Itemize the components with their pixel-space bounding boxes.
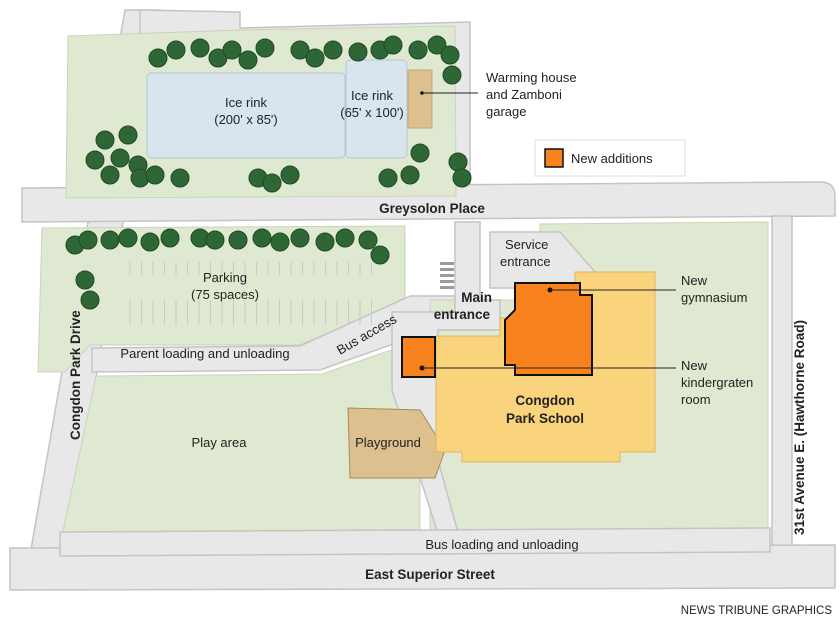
new-kindergarten-shape xyxy=(401,336,436,378)
tree-icon xyxy=(110,148,130,168)
ice-rink-small xyxy=(345,59,408,159)
parking-label: Parking xyxy=(203,270,247,285)
warming-house-label-3: garage xyxy=(486,104,526,119)
tree-icon xyxy=(315,232,335,252)
playground-label: Playground xyxy=(355,435,421,450)
ice-rink-small-size: (65' x 100') xyxy=(340,105,404,120)
new-gym-label-1: New xyxy=(681,273,708,288)
parking-stall-lines xyxy=(129,262,372,325)
tree-icon xyxy=(255,38,275,58)
tree-icon xyxy=(140,232,160,252)
tree-icon xyxy=(383,35,403,55)
new-gymnasium-shape xyxy=(504,282,593,376)
service-entrance-label-1: Service xyxy=(505,237,548,252)
crosswalk-stripe xyxy=(440,286,454,289)
tree-icon xyxy=(262,173,282,193)
playground-shape xyxy=(347,407,446,479)
tree-icon xyxy=(80,290,100,310)
tree-icon xyxy=(78,230,98,250)
tree-icon xyxy=(160,228,180,248)
ice-rink-large xyxy=(146,72,346,159)
tree-icon xyxy=(335,228,355,248)
tree-icon xyxy=(75,270,95,290)
tree-icon xyxy=(170,168,190,188)
tree-icon xyxy=(410,143,430,163)
bus-loading-label: Bus loading and unloading xyxy=(425,537,578,552)
tree-icon xyxy=(358,230,378,250)
congdon-park-drive-label: Congdon Park Drive xyxy=(68,310,83,440)
tree-icon xyxy=(85,150,105,170)
ice-rink-small-label: Ice rink xyxy=(351,88,393,103)
tree-icon xyxy=(228,230,248,250)
ice-rink-large-label: Ice rink xyxy=(225,95,267,110)
crosswalk-stripe xyxy=(440,262,454,265)
bus-loading-road xyxy=(59,527,771,557)
graphics-credit: NEWS TRIBUNE GRAPHICS xyxy=(681,605,833,617)
new-kindergarten-label-3: room xyxy=(681,392,711,407)
new-kindergarten-label-1: New xyxy=(681,358,708,373)
warming-house-label-2: and Zamboni xyxy=(486,87,562,102)
greysolon-place-label: Greysolon Place xyxy=(379,201,485,216)
tree-icon xyxy=(378,168,398,188)
tree-icon xyxy=(440,45,460,65)
parking-capacity: (75 spaces) xyxy=(191,287,259,302)
crosswalk-stripe xyxy=(440,280,454,283)
tree-icon xyxy=(252,228,272,248)
avenue-31st-road xyxy=(771,215,793,576)
parent-loading-label: Parent loading and unloading xyxy=(120,346,289,361)
tree-icon xyxy=(408,40,428,60)
legend-swatch xyxy=(544,148,564,168)
tree-icon xyxy=(118,228,138,248)
tree-icon xyxy=(442,65,462,85)
east-superior-label: East Superior Street xyxy=(365,567,495,582)
main-entrance-label-2: entrance xyxy=(434,307,491,322)
tree-icon xyxy=(290,228,310,248)
tree-icon xyxy=(270,232,290,252)
crosswalk xyxy=(440,262,454,289)
school-label-1: Congdon xyxy=(515,393,574,408)
main-entrance-label-1: Main xyxy=(461,290,492,305)
tree-icon xyxy=(166,40,186,60)
tree-icon xyxy=(305,48,325,68)
tree-icon xyxy=(448,152,468,172)
tree-icon xyxy=(118,125,138,145)
legend-label: New additions xyxy=(571,151,653,166)
ice-rink-large-size: (200' x 85') xyxy=(214,112,278,127)
tree-icon xyxy=(370,245,390,265)
tree-icon xyxy=(100,165,120,185)
tree-icon xyxy=(222,40,242,60)
warming-house-label-1: Warming house xyxy=(486,70,577,85)
tree-icon xyxy=(95,130,115,150)
school-label-2: Park School xyxy=(506,411,584,426)
service-entrance-label-2: entrance xyxy=(500,254,551,269)
tree-icon xyxy=(145,165,165,185)
new-gym-label-2: gymnasium xyxy=(681,290,747,305)
tree-icon xyxy=(323,40,343,60)
tree-icon xyxy=(290,40,310,60)
tree-icon xyxy=(205,230,225,250)
tree-icon xyxy=(100,230,120,250)
play-area-label: Play area xyxy=(192,435,248,450)
new-kindergarten-label-2: kindergraten xyxy=(681,375,753,390)
tree-icon xyxy=(400,165,420,185)
crosswalk-stripe xyxy=(440,274,454,277)
crosswalk-stripe xyxy=(440,268,454,271)
tree-icon xyxy=(148,48,168,68)
tree-icon xyxy=(238,50,258,70)
tree-icon xyxy=(427,35,447,55)
avenue-31st-label: 31st Avenue E. (Hawthorne Road) xyxy=(792,320,807,535)
tree-icon xyxy=(190,38,210,58)
tree-icon xyxy=(452,168,472,188)
tree-icon xyxy=(348,42,368,62)
warming-house xyxy=(407,69,433,129)
tree-icon xyxy=(280,165,300,185)
trees xyxy=(65,35,472,310)
